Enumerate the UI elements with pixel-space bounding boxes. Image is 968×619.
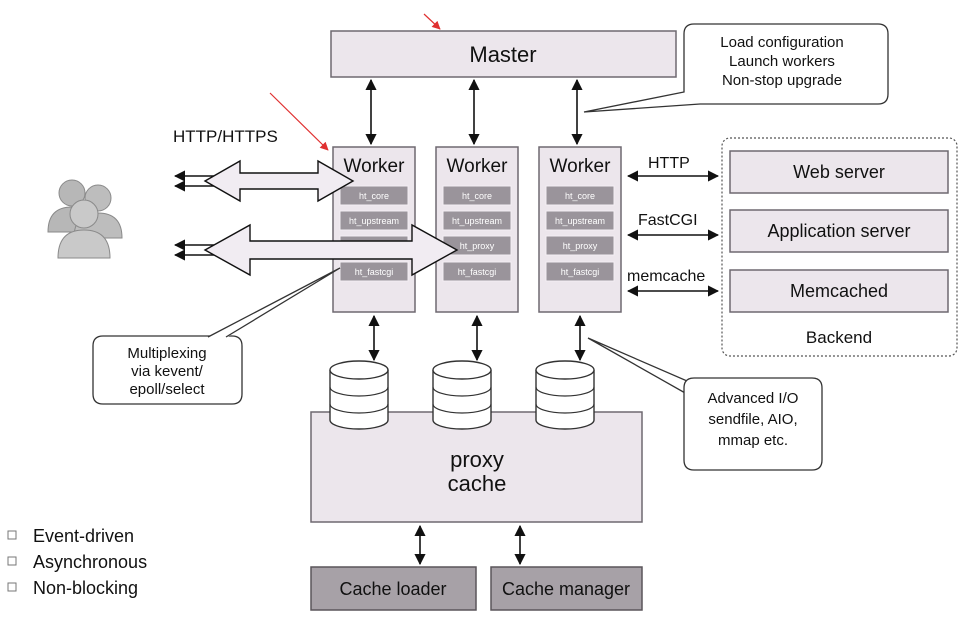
module-label: ht_fastcgi [355,267,394,277]
cache-manager-box [490,566,643,611]
bullet-non-blocking: Non-blocking [33,578,138,598]
square-bullet-icon [7,556,17,566]
module-label: ht_core [359,191,389,201]
module-label: ht_core [462,191,492,201]
cache-loader-box [310,566,477,611]
memcached-label: Memcached [790,281,888,301]
worker-label: Worker [344,156,406,177]
application-server-box [729,209,949,253]
users-icon [47,179,123,259]
proxy-cache-label: proxy [450,447,504,472]
web-server-box [729,150,949,194]
cache-disk-icon [535,360,595,430]
module-label: ht_fastcgi [561,267,600,277]
square-bullet-icon [7,530,17,540]
multiplexing-note-line: Multiplexing [127,345,206,362]
worker-3: Worker ht_core ht_upstream ht_proxy ht_f… [538,146,622,313]
worker-2: Worker ht_core ht_upstream ht_proxy ht_f… [435,146,519,313]
backend-group [721,137,958,357]
cache-loader-label: Cache loader [339,579,446,599]
http-https-label: HTTP/HTTPS [173,127,278,146]
protocol-label-memcache: memcache [627,268,705,285]
worker-1: Worker ht_core ht_upstream ht_fastcgi [332,146,416,313]
proxy-double-arrow [203,223,459,277]
module-label: ht_upstream [555,216,605,226]
bullet-event-driven: Event-driven [33,526,134,546]
module-label: ht_upstream [452,216,502,226]
backend-title: Backend [806,328,872,347]
advanced-io-callout: Advanced I/O sendfile, AIO, mmap etc. [587,337,823,471]
protocol-label-fastcgi: FastCGI [638,212,698,229]
advanced-io-note-line: Advanced I/O [708,390,799,407]
master-note-line: Load configuration [720,34,843,51]
master-note-line: Non-stop upgrade [722,72,842,89]
web-server-label: Web server [793,162,885,182]
module-label: ht_proxy [460,241,495,251]
cache-manager-label: Cache manager [502,579,630,599]
master-note-callout: Load configuration Launch workers Non-st… [583,23,889,113]
memcached-box [729,269,949,313]
module-label: ht_core [565,191,595,201]
application-server-label: Application server [767,221,910,241]
module-label: ht_proxy [563,241,598,251]
square-bullet-icon [7,582,17,592]
cache-disk-icon [329,360,389,430]
proxy-cache-label: cache [448,471,507,496]
worker-label: Worker [447,156,509,177]
master-note-line: Launch workers [729,53,835,70]
cache-disk-icon [432,360,492,430]
module-label: ht_fastcgi [458,267,497,277]
multiplexing-callout: Multiplexing via kevent/ epoll/select [92,267,341,405]
advanced-io-note-line: mmap etc. [718,432,788,449]
annotation-arrow [423,13,441,30]
advanced-io-note-line: sendfile, AIO, [708,411,797,428]
proxy-cache-box [310,411,643,523]
multiplexing-note-line: via kevent/ [131,363,204,380]
bullet-asynchronous: Asynchronous [33,552,147,572]
master-box [330,30,677,78]
master-label: Master [469,42,536,67]
worker-label: Worker [550,156,612,177]
module-label: ht_upstream [349,216,399,226]
annotation-arrow [269,92,329,151]
protocol-label-http: HTTP [648,155,690,172]
http-double-arrow [203,159,355,203]
multiplexing-note-line: epoll/select [129,381,205,398]
